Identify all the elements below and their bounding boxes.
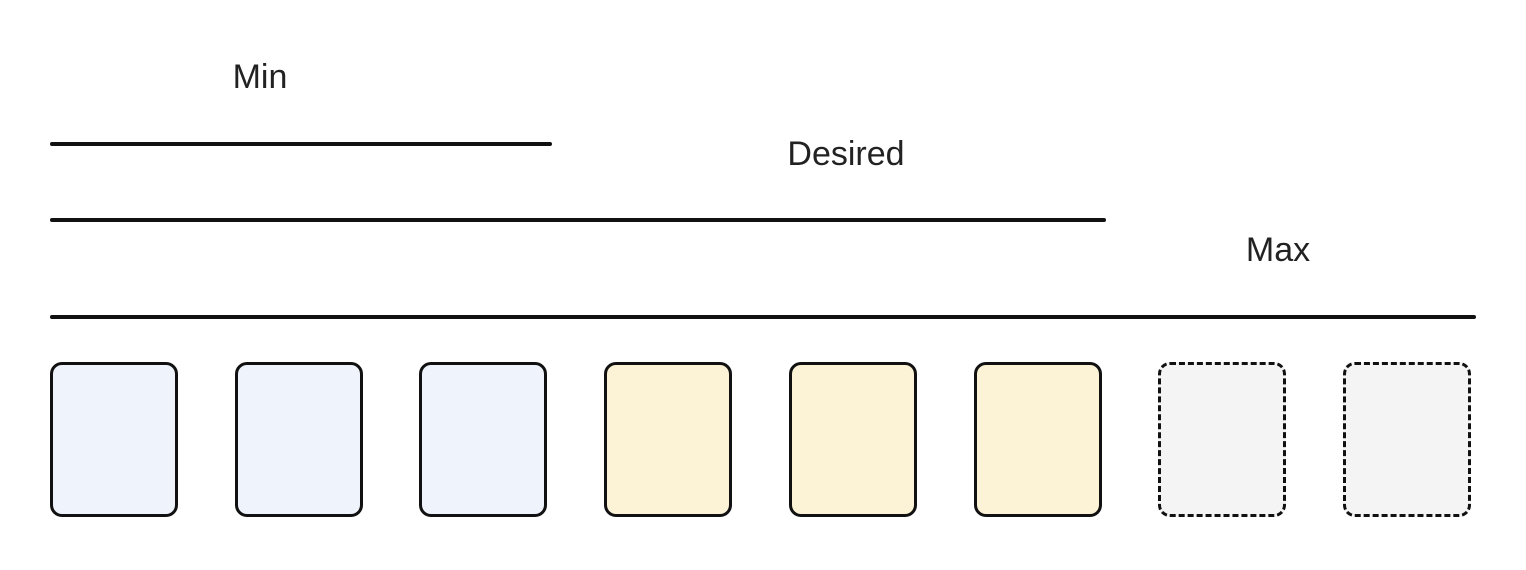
instance-box-max: [1343, 362, 1471, 517]
instance-box-desired: [789, 362, 917, 517]
desired-label: Desired: [787, 135, 905, 173]
desired-range-bar: [50, 218, 1106, 222]
instance-box-max: [1158, 362, 1286, 517]
instance-box-min: [419, 362, 547, 517]
instance-box-min: [50, 362, 178, 517]
min-label: Min: [232, 58, 288, 96]
instance-box-desired: [604, 362, 732, 517]
max-label: Max: [1245, 231, 1311, 269]
instance-box-min: [235, 362, 363, 517]
max-range-bar: [50, 315, 1476, 319]
instance-box-desired: [974, 362, 1102, 517]
min-range-bar: [50, 142, 552, 146]
